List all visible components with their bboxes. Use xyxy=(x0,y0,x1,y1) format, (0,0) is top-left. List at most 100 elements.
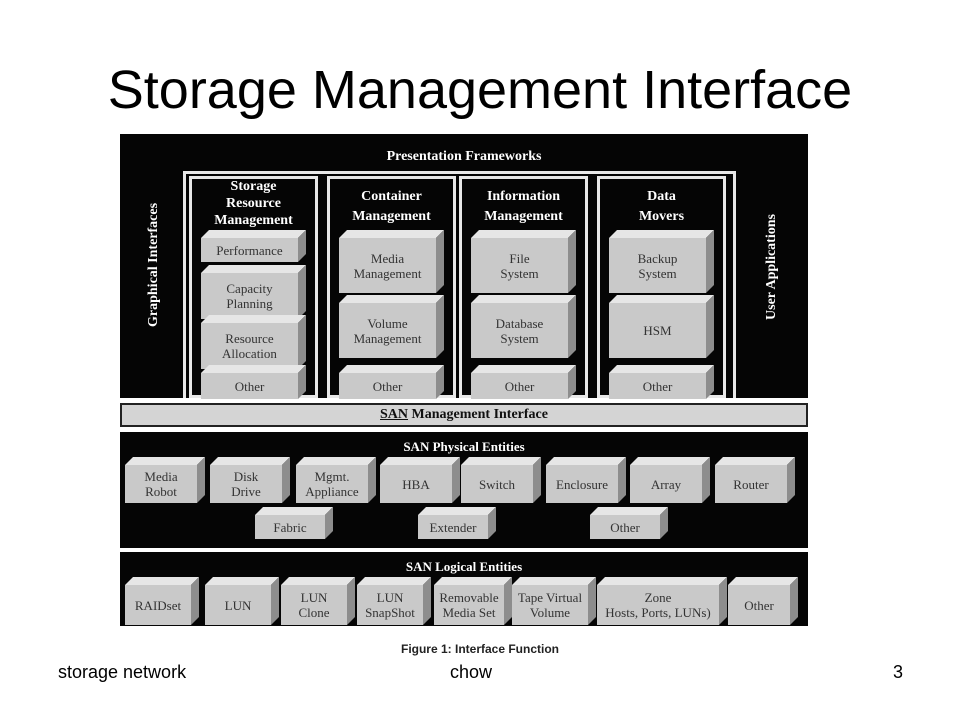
box-top-face xyxy=(512,577,596,585)
item-other-box: Other xyxy=(609,365,714,399)
column-heading-line: Movers xyxy=(638,209,685,224)
column-heading-line: Storage xyxy=(230,179,277,194)
box-side-face xyxy=(191,577,199,625)
item-other-box: Other xyxy=(201,365,306,399)
box-label-line: Zone xyxy=(644,590,672,605)
box-top-face xyxy=(201,365,306,373)
presentation-frameworks-title: Presentation Frameworks xyxy=(386,149,542,164)
box-label-lines: Router xyxy=(733,477,768,492)
box-side-face xyxy=(298,230,306,262)
box-label: Router xyxy=(715,465,787,503)
box-label-lines: Performance xyxy=(216,243,282,258)
figure-caption: Figure 1: Interface Function xyxy=(400,642,559,656)
column-heading-line: Management xyxy=(484,209,563,224)
box-label: HSM xyxy=(609,303,706,358)
box-label: Other xyxy=(590,515,660,539)
box-side-face xyxy=(488,507,496,539)
box-label-line: Database xyxy=(495,315,544,331)
box-top-face xyxy=(590,507,668,515)
box-label-line: LUN xyxy=(224,597,252,613)
box-top-face xyxy=(339,295,444,303)
box-label-lines: Other xyxy=(373,379,403,394)
box-label: HBA xyxy=(380,465,452,503)
box-top-face xyxy=(296,457,376,465)
box-top-face xyxy=(380,457,460,465)
box-label: Array xyxy=(630,465,702,503)
box-side-face xyxy=(568,365,576,399)
column-heading-line: Management xyxy=(214,213,293,228)
box-side-face xyxy=(368,457,376,503)
box-label: Other xyxy=(471,373,568,399)
box-label-lines: Mgmt.Appliance xyxy=(305,469,358,499)
box-side-face xyxy=(423,577,431,625)
san-logical-title: SAN Logical Entities xyxy=(405,559,523,574)
physical-other-box: Other xyxy=(590,507,668,539)
box-label-line: LUN xyxy=(376,590,404,605)
slide-title: Storage Management Interface xyxy=(107,60,853,120)
box-top-face xyxy=(434,577,512,585)
box-top-face xyxy=(255,507,333,515)
box-top-face xyxy=(471,365,576,373)
box-label: Fabric xyxy=(255,515,325,539)
box-side-face xyxy=(347,577,355,625)
logical-raidset-box: RAIDset xyxy=(125,577,199,625)
box-label-lines: Other xyxy=(610,520,640,535)
box-label-line: Appliance xyxy=(305,484,359,499)
box-label: Performance xyxy=(201,238,298,262)
box-side-face xyxy=(706,230,714,293)
logical-other-box: Other xyxy=(728,577,798,625)
box-side-face xyxy=(706,365,714,399)
box-label-line: Media Set xyxy=(442,605,496,620)
box-label-line: Backup xyxy=(637,250,678,266)
physical-enclosure-box: Enclosure xyxy=(546,457,626,503)
footer-left: storage network xyxy=(58,662,187,682)
box-label-line: HSM xyxy=(643,323,672,338)
column-heading-line: Container xyxy=(361,189,422,204)
box-label-line: Hosts, Ports, LUNs) xyxy=(605,605,711,620)
box-label-line: Router xyxy=(733,476,769,492)
box-side-face xyxy=(719,577,727,625)
box-label-line: Management xyxy=(353,265,422,281)
box-top-face xyxy=(201,265,306,273)
box-label: Other xyxy=(728,585,790,625)
box-top-face xyxy=(597,577,727,585)
box-side-face xyxy=(325,507,333,539)
user-applications-label: User Applications xyxy=(764,214,779,320)
box-side-face xyxy=(197,457,205,503)
san-management-interface-bar: SAN Management Interface xyxy=(120,403,808,427)
box-label-line: Drive xyxy=(231,484,261,499)
box-side-face xyxy=(436,295,444,358)
box-top-face xyxy=(546,457,626,465)
box-label-line: Other xyxy=(372,378,403,394)
physical-router-box: Router xyxy=(715,457,795,503)
box-top-face xyxy=(339,365,444,373)
box-side-face xyxy=(282,457,290,503)
box-label-line: Volume xyxy=(529,605,571,620)
box-label-line: Other xyxy=(642,378,673,394)
san-physical-title: SAN Physical Entities xyxy=(403,439,525,454)
box-label-lines: Enclosure xyxy=(556,477,608,492)
box-side-face xyxy=(436,230,444,293)
box-top-face xyxy=(715,457,795,465)
box-label-line: Mgmt. xyxy=(314,469,350,484)
